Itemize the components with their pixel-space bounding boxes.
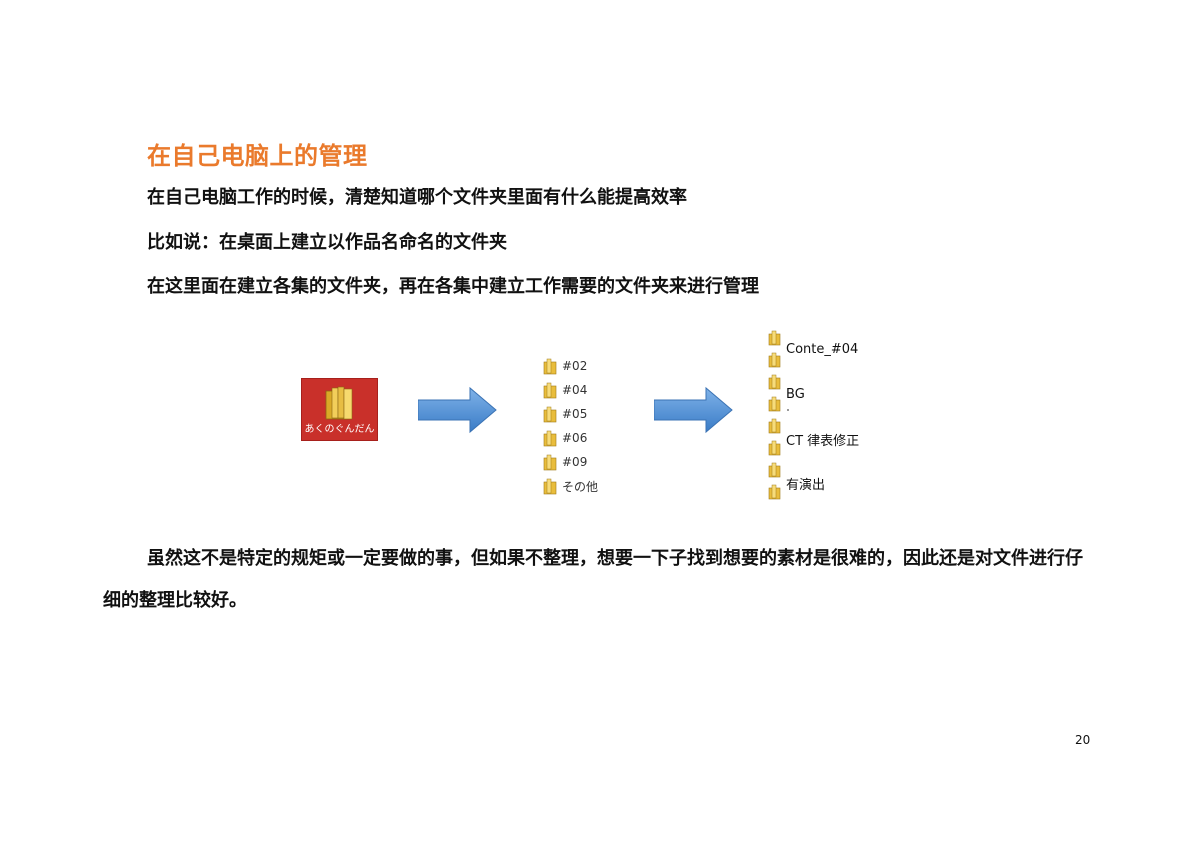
folder-icon[interactable] (768, 440, 782, 456)
folder-icon (543, 382, 557, 398)
work-folder-label-bg: BG (786, 387, 805, 402)
episode-folder-list: #02 #04 #05 #06 #09 その他 (543, 354, 623, 498)
page-number: 20 (1075, 733, 1091, 747)
intro-line-3: 在这里面在建立各集的文件夹，再在各集中建立工作需要的文件夹来进行管理 (147, 276, 759, 297)
folder-icon (543, 358, 557, 374)
folder-row-04[interactable]: #04 (543, 378, 623, 402)
folder-icon (543, 454, 557, 470)
intro-line-2: 比如说：在桌面上建立以作品名命名的文件夹 (147, 232, 507, 253)
desktop-folder-icon: あくのぐんだん (301, 378, 378, 441)
folder-icon[interactable] (768, 352, 782, 368)
folder-icon[interactable] (768, 330, 782, 346)
folder-row-09[interactable]: #09 (543, 450, 623, 474)
divider-dot (787, 409, 789, 411)
folder-name: #09 (562, 455, 588, 469)
folder-icon[interactable] (768, 396, 782, 412)
right-arrow-icon (418, 386, 497, 434)
work-folder-label-direction: 有演出 (786, 478, 826, 493)
body-paragraph: 虽然这不是特定的规矩或一定要做的事，但如果不整理，想要一下子找到想要的素材是很难… (103, 548, 1083, 611)
folder-name: #06 (562, 431, 588, 445)
page-heading: 在自己电脑上的管理 (147, 142, 368, 170)
folder-name: その他 (562, 479, 599, 494)
folder-icon (543, 430, 557, 446)
folder-icon (543, 406, 557, 422)
right-arrow-icon (654, 386, 733, 434)
folder-row-02[interactable]: #02 (543, 354, 623, 378)
folder-row-05[interactable]: #05 (543, 402, 623, 426)
folder-stack-icon (325, 386, 353, 420)
folder-icon[interactable] (768, 462, 782, 478)
desktop-folder-label: あくのぐんだん (304, 424, 375, 435)
work-folder-label-conte: Conte_#04 (786, 342, 859, 357)
folder-row-other[interactable]: その他 (543, 474, 623, 498)
folder-icon[interactable] (768, 418, 782, 434)
folder-name: #05 (562, 407, 588, 421)
intro-line-1: 在自己电脑工作的时候，清楚知道哪个文件夹里面有什么能提高效率 (147, 187, 687, 208)
folder-row-06[interactable]: #06 (543, 426, 623, 450)
work-folder-icon-column (768, 330, 784, 506)
folder-icon[interactable] (768, 374, 782, 390)
folder-icon (543, 478, 557, 494)
work-folder-label-ct: CT 律表修正 (786, 434, 860, 449)
folder-name: #02 (562, 359, 588, 373)
folder-icon[interactable] (768, 484, 782, 500)
folder-name: #04 (562, 383, 588, 397)
